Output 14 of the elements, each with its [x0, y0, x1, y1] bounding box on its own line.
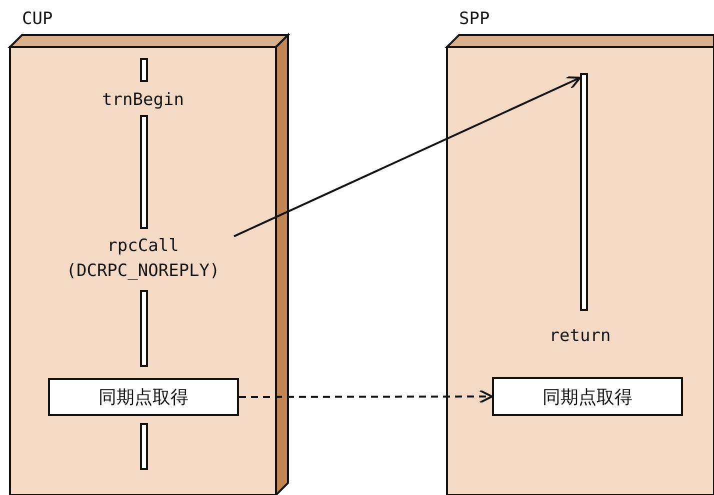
heading: SPP [459, 8, 490, 30]
process-box: 同期点取得 [48, 378, 239, 416]
arrow [239, 390, 493, 404]
arrow [234, 76, 581, 238]
activation-bar [140, 290, 148, 367]
heading: CUP [22, 8, 53, 30]
call-label: return [510, 322, 650, 348]
call-label: trnBegin [60, 86, 226, 110]
call-label: rpcCall (DCRPC_NOREPLY) [52, 232, 234, 286]
activation-bar [580, 73, 588, 311]
activation-bar [140, 115, 148, 229]
activation-bar [140, 58, 148, 82]
process-box: 同期点取得 [492, 377, 683, 416]
activation-bar [140, 423, 148, 470]
